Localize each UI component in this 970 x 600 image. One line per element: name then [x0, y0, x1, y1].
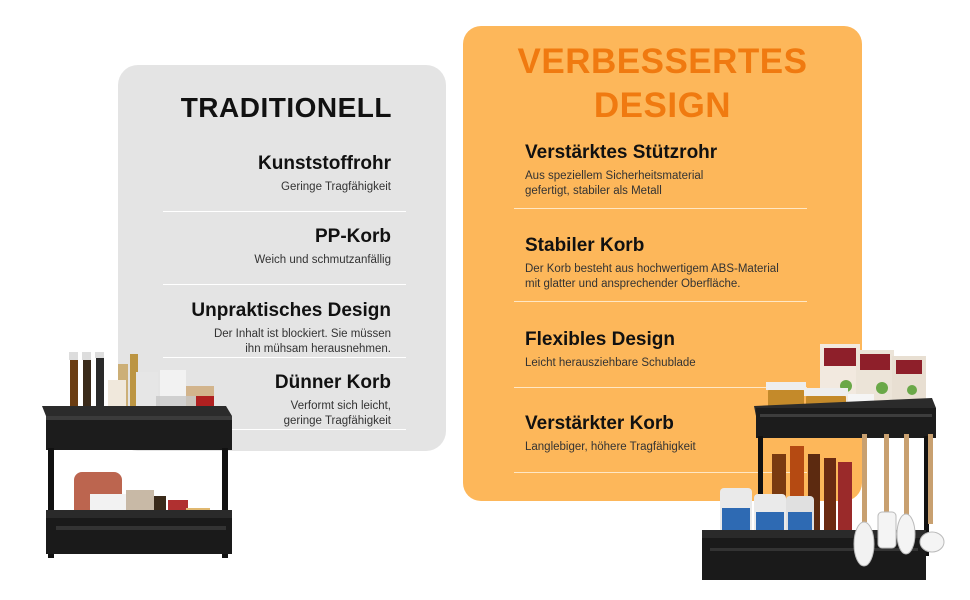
- divider: [514, 208, 807, 209]
- item-heading: Verstärkter Korb: [525, 413, 674, 434]
- item-description: Geringe Tragfähigkeit: [281, 181, 391, 193]
- item-heading: Flexibles Design: [525, 329, 675, 350]
- desc-line: Der Inhalt ist blockiert. Sie müssen: [213, 328, 391, 340]
- divider: [163, 211, 406, 212]
- item-heading: PP-Korb: [315, 226, 391, 247]
- item-heading: Verstärktes Stützrohr: [525, 142, 718, 163]
- item-description: Aus speziellem Sicherheitsmaterial gefer…: [525, 169, 825, 199]
- item-description: Der Inhalt ist blockiert. Sie müssen ihn…: [131, 327, 391, 357]
- divider: [163, 284, 406, 285]
- traditional-item-thin-basket: Dünner Korb Verformt sich leicht, gering…: [131, 371, 391, 429]
- traditional-organizer-image: [36, 340, 236, 580]
- desc-line: Verformt sich leicht,: [290, 400, 391, 412]
- desc-line: Aus speziellem Sicherheitsmaterial: [525, 170, 704, 182]
- improved-item-reinforced: Verstärkter Korb Langlebiger, höhere Tra…: [525, 412, 825, 455]
- improved-title: VERBESSERTES DESIGN: [463, 40, 862, 128]
- traditional-title: TRADITIONELL: [180, 92, 392, 123]
- item-description: Verformt sich leicht, geringe Tragfähigk…: [131, 399, 391, 429]
- desc-line: mit glatter und ansprechender Oberfläche…: [525, 278, 741, 290]
- title-line: VERBESSERTES: [517, 42, 808, 81]
- desc-line: ihn mühsam herausnehmen.: [245, 343, 391, 355]
- item-heading: Dünner Korb: [274, 372, 391, 393]
- divider: [514, 387, 807, 388]
- desc-line: geringe Tragfähigkeit: [283, 415, 391, 427]
- improved-item-tube: Verstärktes Stützrohr Aus speziellem Sic…: [525, 141, 825, 199]
- traditional-item-basket: PP-Korb Weich und schmutzanfällig: [131, 225, 391, 268]
- improved-organizer-image: [696, 336, 958, 590]
- item-description: Der Korb besteht aus hochwertigem ABS-Ma…: [525, 262, 825, 292]
- divider: [163, 429, 406, 430]
- desc-line: gefertigt, stabiler als Metall: [525, 185, 662, 197]
- improved-item-basket: Stabiler Korb Der Korb besteht aus hochw…: [525, 234, 825, 292]
- item-heading: Unpraktisches Design: [191, 300, 391, 321]
- improved-item-design: Flexibles Design Leicht herausziehbare S…: [525, 328, 825, 371]
- desc-line: Der Korb besteht aus hochwertigem ABS-Ma…: [525, 263, 779, 275]
- item-heading: Stabiler Korb: [525, 235, 645, 256]
- item-heading: Kunststoffrohr: [258, 153, 391, 174]
- title-line: DESIGN: [593, 86, 732, 125]
- divider: [514, 472, 807, 473]
- divider: [514, 301, 807, 302]
- item-description: Leicht herausziehbare Schublade: [525, 357, 696, 369]
- traditional-item-design: Unpraktisches Design Der Inhalt ist bloc…: [131, 299, 391, 357]
- item-description: Weich und schmutzanfällig: [254, 254, 391, 266]
- item-description: Langlebiger, höhere Tragfähigkeit: [525, 441, 696, 453]
- traditional-item-tube: Kunststoffrohr Geringe Tragfähigkeit: [131, 152, 391, 195]
- divider: [163, 357, 406, 358]
